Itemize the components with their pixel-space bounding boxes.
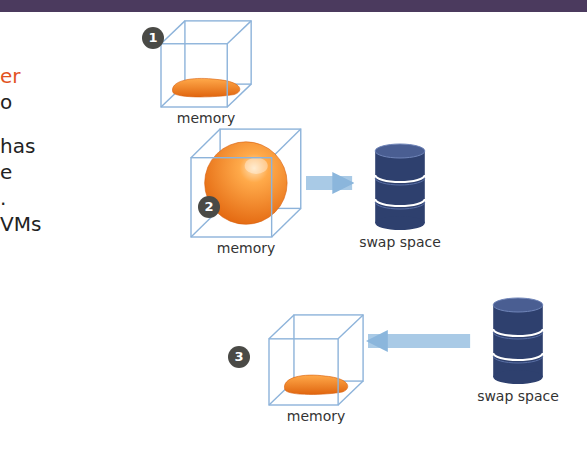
node-label: memory — [268, 408, 364, 424]
node-label: memory — [160, 110, 252, 126]
swap-disk: swap space — [474, 296, 562, 404]
callout-number: 2 — [198, 196, 220, 218]
node-label: swap space — [356, 234, 444, 250]
database-icon — [478, 296, 558, 386]
database-icon — [360, 142, 440, 232]
text-fragment: VMs — [0, 212, 41, 236]
memory-cube: memory — [268, 314, 364, 424]
text-fragment: . — [0, 186, 6, 210]
node-label: swap space — [474, 388, 562, 404]
text-fragment: o — [0, 90, 12, 114]
callout-number: 3 — [228, 346, 250, 368]
swap-arrow — [306, 176, 352, 190]
text-fragment: has — [0, 134, 35, 158]
callout-number: 1 — [142, 27, 164, 49]
text-fragment: er — [0, 64, 21, 88]
swap-arrow — [368, 334, 470, 348]
memory-cube: memory — [190, 128, 302, 256]
cube-illustration — [268, 314, 364, 406]
title-bar — [0, 0, 587, 12]
node-label: memory — [190, 240, 302, 256]
cube-illustration — [160, 20, 252, 108]
memory-cube: memory — [160, 20, 252, 126]
text-fragment: e — [0, 160, 12, 184]
swap-disk: swap space — [356, 142, 444, 250]
cube-illustration — [190, 128, 302, 238]
